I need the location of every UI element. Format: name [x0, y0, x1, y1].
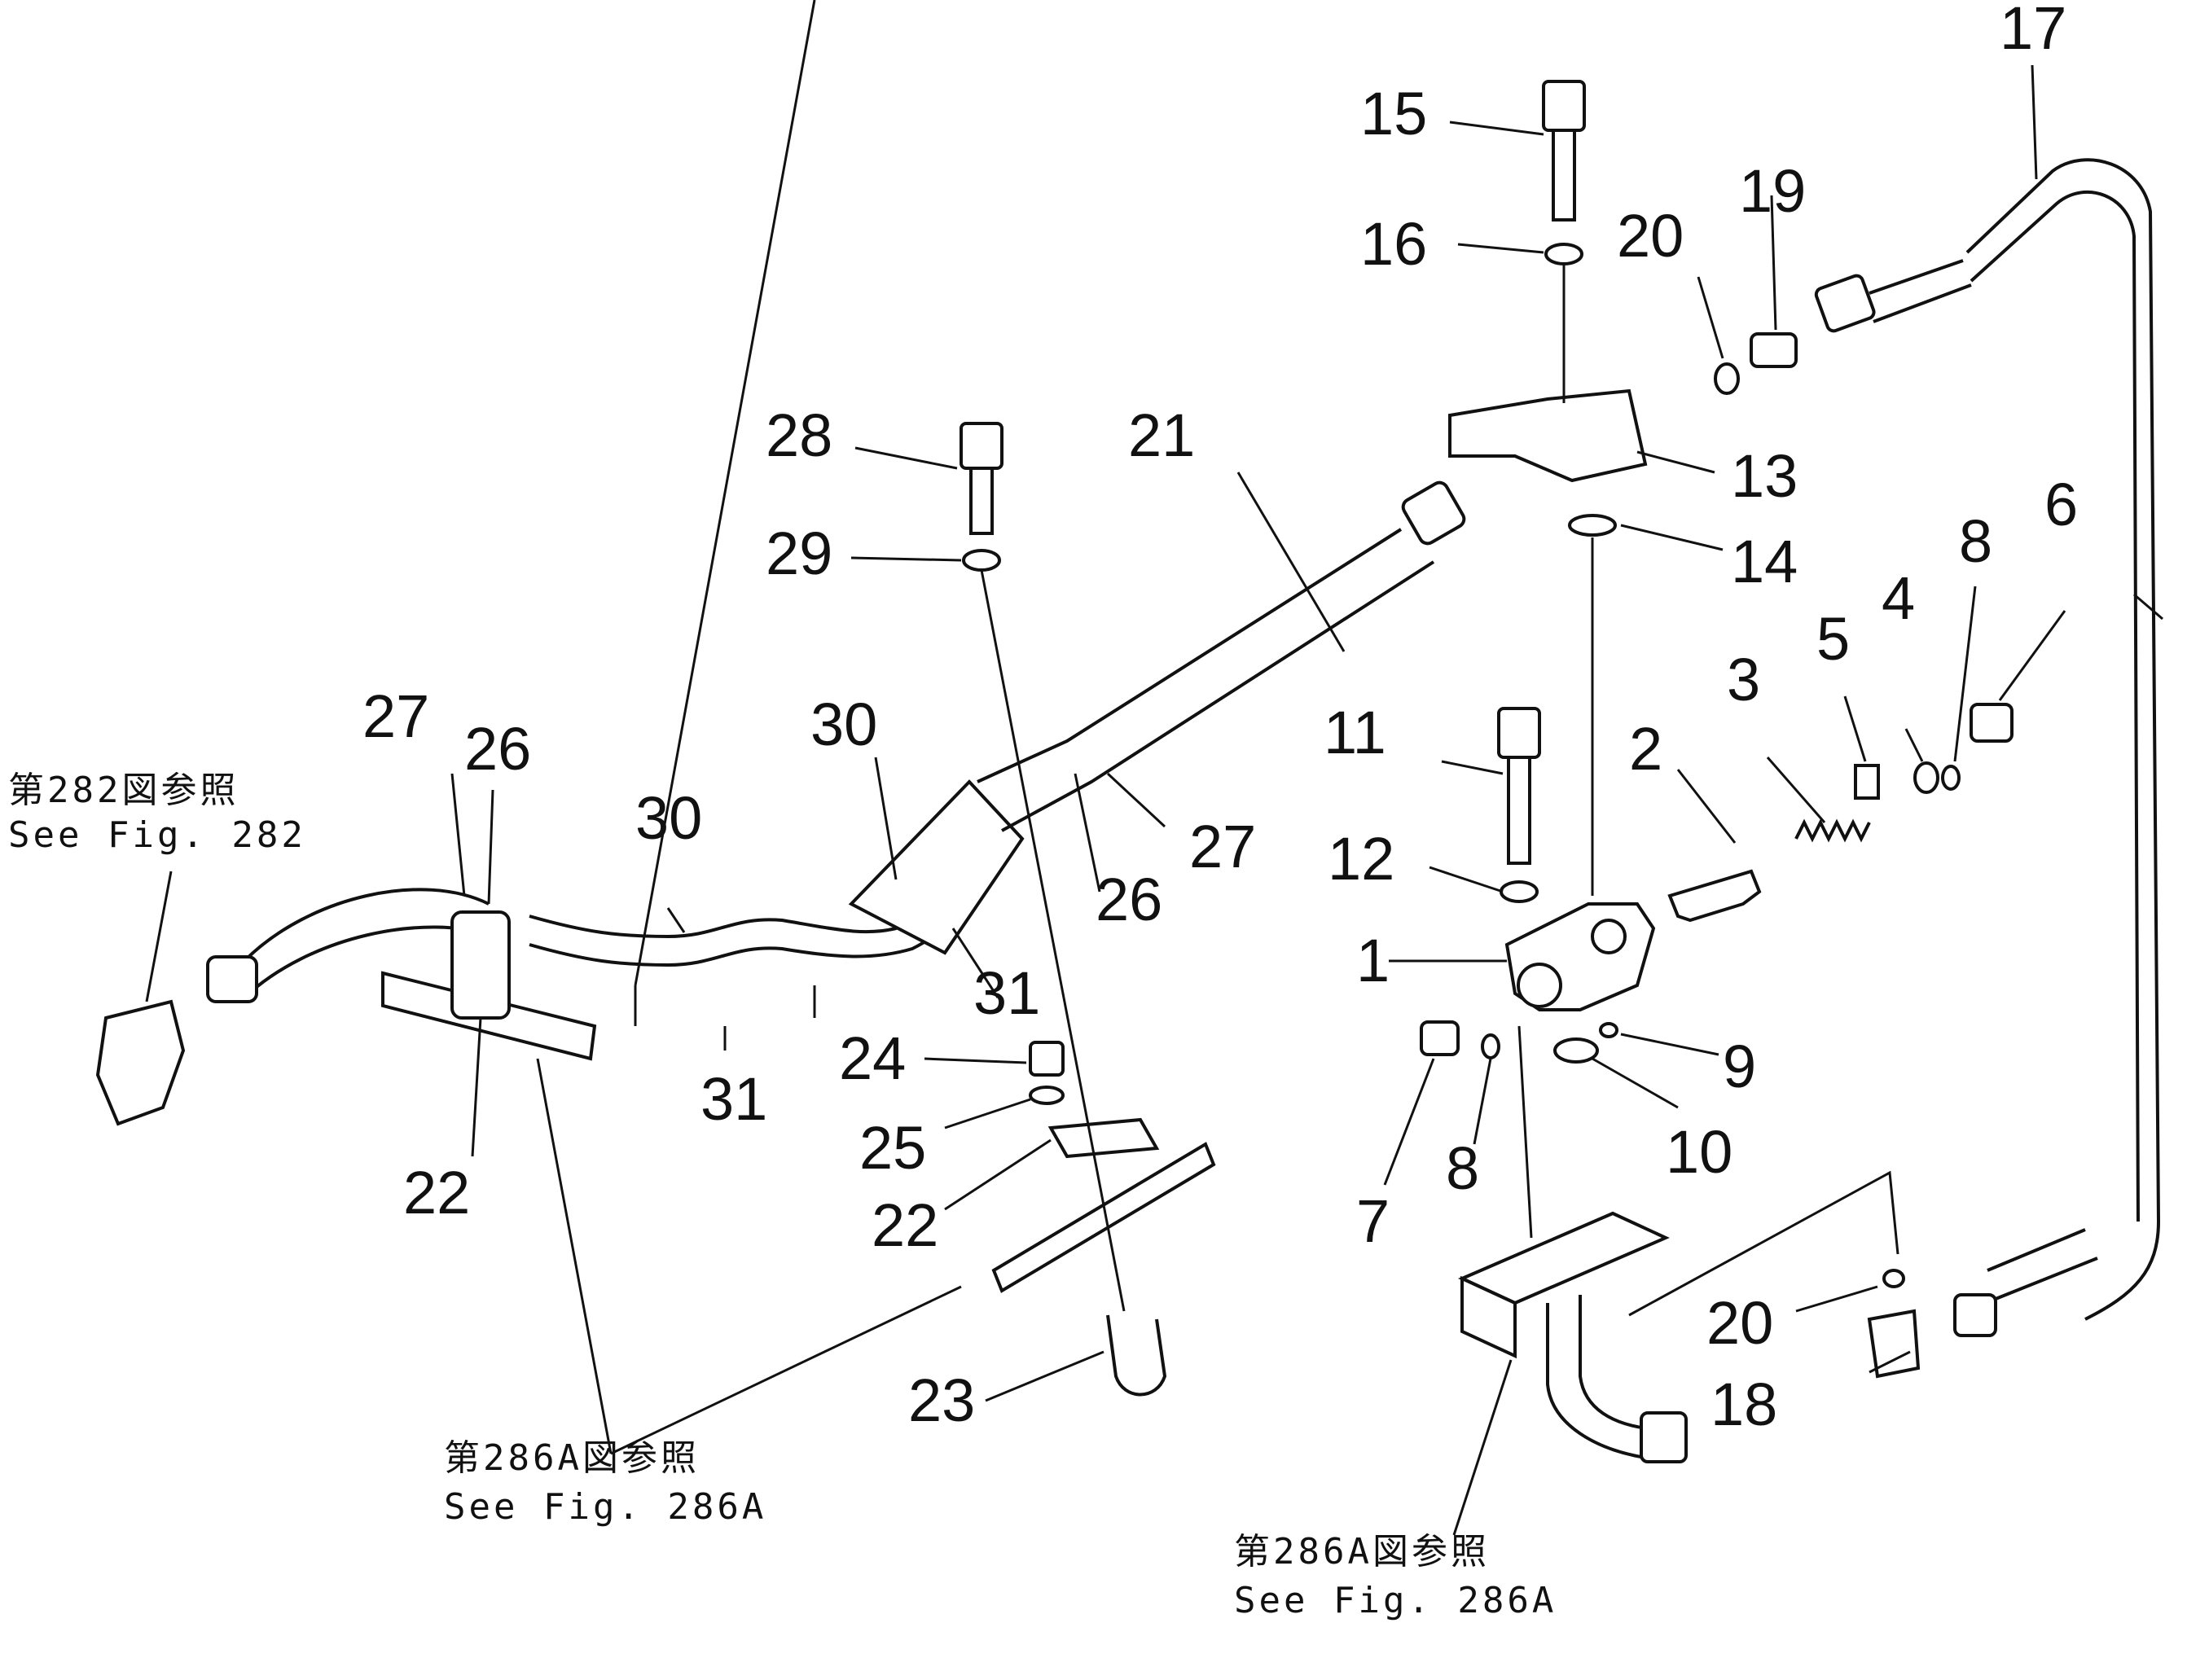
- callout-4: 4: [1882, 564, 1915, 632]
- callout-26-right: 26: [1096, 866, 1162, 933]
- o-ring-8-right: [1941, 765, 1961, 791]
- callout-1: 1: [1356, 927, 1390, 994]
- u-bolt-23: [1106, 1314, 1167, 1397]
- middle-bracket: [1047, 1117, 1160, 1159]
- bolt-28-head: [960, 422, 1003, 470]
- leader-lines: [145, 0, 2163, 1536]
- callout-30-right: 30: [810, 691, 877, 758]
- callout-13: 13: [1731, 442, 1798, 510]
- callout-25: 25: [859, 1114, 926, 1182]
- callout-19: 19: [1739, 157, 1806, 225]
- bottom-bracket-plate: [1458, 1211, 1670, 1305]
- callout-24: 24: [839, 1024, 906, 1092]
- bottom-elbow-pipe: [1546, 1295, 1654, 1459]
- reference-fig-282-en: See Fig. 282: [8, 814, 306, 856]
- callout-22-left: 22: [403, 1159, 470, 1226]
- callout-15: 15: [1360, 80, 1427, 147]
- figure-references: 第282図参照 See Fig. 282 第286A図参照 See Fig. 2…: [8, 770, 1557, 1621]
- callout-12: 12: [1328, 825, 1394, 893]
- callout-23: 23: [908, 1366, 975, 1434]
- callout-10: 10: [1666, 1118, 1732, 1186]
- bottom-bracket-side: [1460, 1275, 1517, 1359]
- left-hose-fitting: [206, 955, 258, 1003]
- hose-21: [977, 528, 1435, 832]
- callout-21: 21: [1128, 401, 1195, 469]
- callout-labels: 1 2 3 4 5 6 7 8 8 9 10 11 12 13 14 15 16…: [362, 0, 2078, 1438]
- bolt-11-head: [1497, 707, 1541, 759]
- callout-11: 11: [1324, 699, 1386, 766]
- washer-12: [1500, 880, 1539, 903]
- elbow-fitting-13: [1448, 388, 1648, 483]
- callout-5: 5: [1816, 605, 1850, 673]
- reference-fig-286a-right-jp: 第286A図参照: [1234, 1531, 1490, 1573]
- callout-3: 3: [1727, 646, 1760, 713]
- part-shapes: [95, 80, 2161, 1463]
- valve-port-b: [1591, 919, 1627, 954]
- nut-24: [1029, 1041, 1065, 1077]
- callout-16: 16: [1360, 210, 1427, 278]
- washer-29: [962, 549, 1001, 572]
- washer-25: [1029, 1086, 1065, 1105]
- reference-fig-286a-left-jp: 第286A図参照: [444, 1437, 700, 1479]
- callout-8-right: 8: [1959, 507, 1992, 575]
- hose-17-loop: [1965, 158, 2161, 1321]
- bolt-15-head: [1542, 80, 1586, 132]
- hose-sleeve-right: [848, 779, 1025, 955]
- callout-20-bottom: 20: [1706, 1289, 1773, 1357]
- reference-fig-282-jp: 第282図参照: [8, 770, 239, 811]
- callout-14: 14: [1731, 528, 1798, 595]
- callout-26-left: 26: [464, 715, 531, 783]
- callout-7: 7: [1356, 1187, 1390, 1255]
- connector-19: [1750, 332, 1798, 368]
- callout-9: 9: [1723, 1033, 1756, 1100]
- hose-17-bottom-fitting: [1953, 1293, 1997, 1337]
- hose-17-bottom: [1987, 1228, 2098, 1301]
- o-ring-14: [1568, 514, 1617, 537]
- spring-3: [1794, 818, 1871, 843]
- callout-31-right: 31: [973, 959, 1040, 1027]
- reference-fig-286a-left-en: See Fig. 286A: [444, 1486, 766, 1528]
- callout-22-middle: 22: [872, 1191, 938, 1259]
- bolt-11-shank: [1507, 756, 1531, 865]
- callout-20-top: 20: [1617, 202, 1684, 270]
- callout-28: 28: [766, 401, 832, 469]
- callout-2: 2: [1629, 715, 1662, 783]
- o-ring-20-top: [1714, 362, 1740, 395]
- callout-17: 17: [2000, 0, 2066, 62]
- bolt-15-shank: [1552, 129, 1576, 222]
- callout-6: 6: [2044, 471, 2078, 538]
- hose-17-top: [1869, 259, 1972, 323]
- spool-2: [1667, 869, 1762, 923]
- o-ring-9: [1599, 1022, 1618, 1038]
- callout-27-left: 27: [362, 682, 429, 750]
- callout-29: 29: [766, 520, 832, 587]
- valve-port-a: [1517, 963, 1562, 1008]
- left-clamp: [450, 910, 511, 1020]
- elbow-18: [1867, 1309, 1921, 1379]
- callout-31-left: 31: [700, 1065, 767, 1133]
- callout-8-left: 8: [1446, 1134, 1479, 1202]
- callout-30-left: 30: [635, 784, 702, 852]
- callout-27-right: 27: [1189, 813, 1256, 880]
- rod: [991, 1142, 1216, 1293]
- washer-16: [1544, 243, 1583, 265]
- bolt-28-shank: [969, 467, 994, 535]
- hose-21-end: [1401, 480, 1466, 546]
- reference-fig-286a-right-en: See Fig. 286A: [1234, 1580, 1557, 1621]
- o-ring-10: [1553, 1037, 1599, 1064]
- left-elbow-block: [95, 999, 186, 1126]
- hose-17-top-fitting: [1814, 274, 1876, 333]
- shim-5: [1854, 764, 1880, 800]
- plug-7: [1420, 1020, 1460, 1056]
- washer-4: [1913, 761, 1939, 794]
- bottom-elbow-fitting: [1640, 1411, 1688, 1463]
- o-ring-20-bottom: [1882, 1269, 1905, 1288]
- plug-6: [1970, 703, 2014, 743]
- o-ring-8-left: [1481, 1033, 1500, 1059]
- callout-18: 18: [1711, 1371, 1777, 1438]
